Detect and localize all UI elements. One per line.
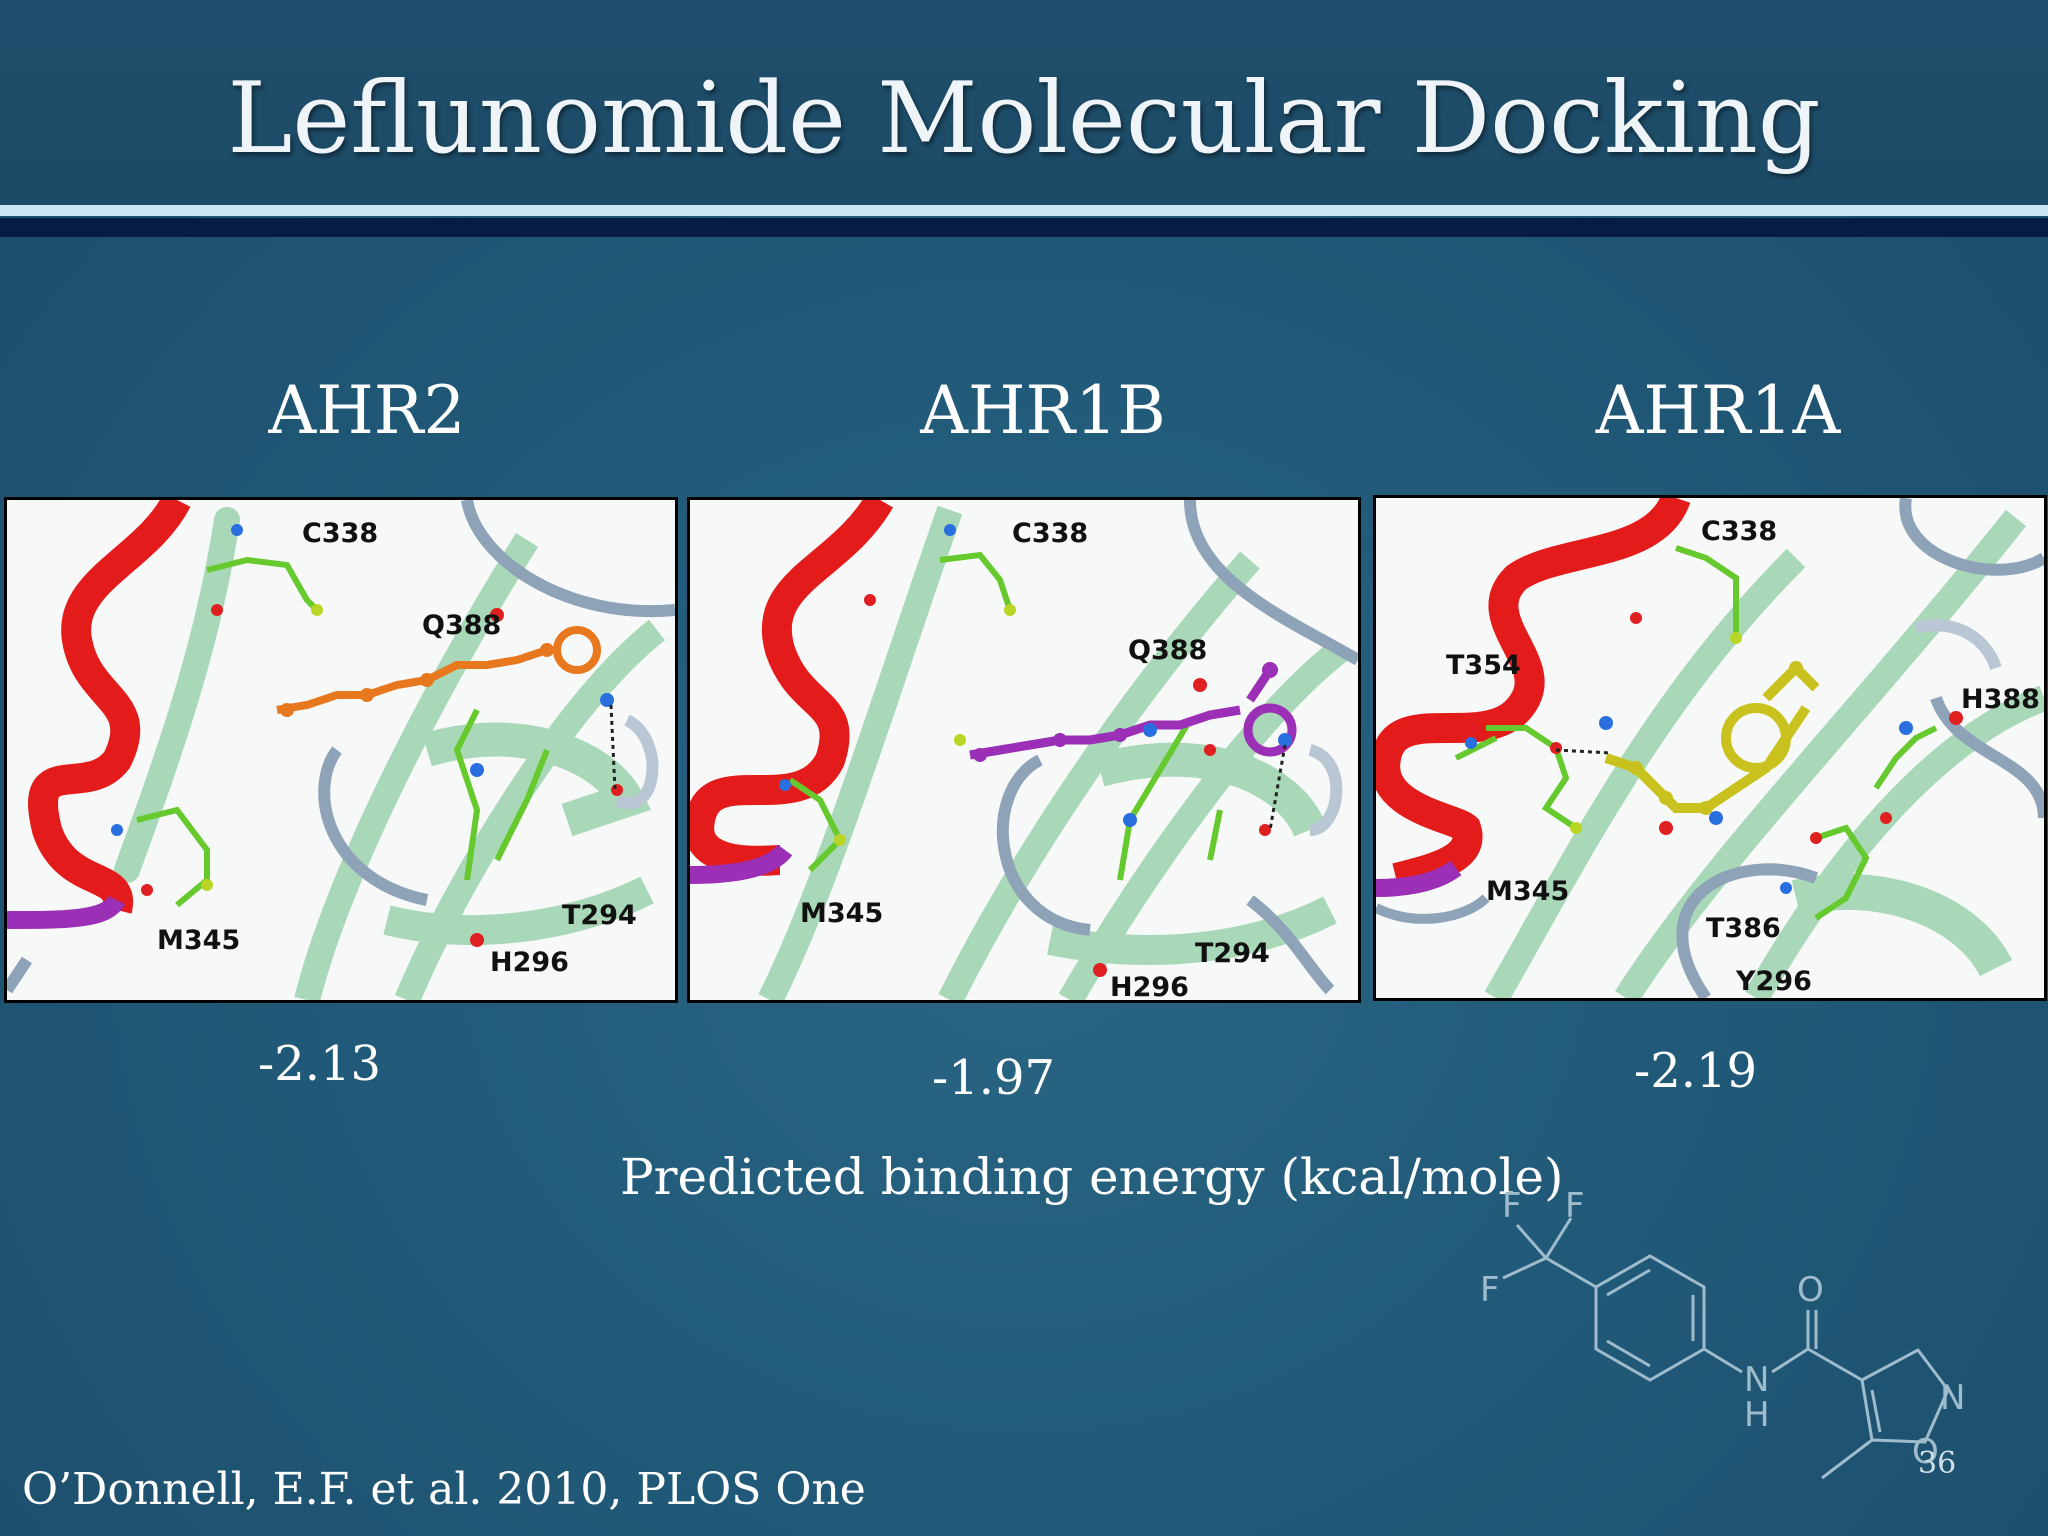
slide-title: Leflunomide Molecular Docking <box>227 62 1821 176</box>
atom-label: N <box>1940 1378 1966 1418</box>
atom-label: O <box>1912 1432 1939 1472</box>
binding-energy-ahr2: -2.13 <box>258 1036 382 1092</box>
docking-image-ahr2: C338 Q388 M345 T294 H296 <box>4 497 678 1003</box>
residue-label: H296 <box>490 947 569 978</box>
atom-label: F <box>1480 1270 1500 1310</box>
docking-render-ahr1b <box>690 500 1358 1000</box>
citation: O’Donnell, E.F. et al. 2010, PLOS One <box>22 1464 866 1515</box>
atom-label: N <box>1744 1360 1770 1400</box>
residue-label: Q388 <box>422 610 502 641</box>
residue-label: M345 <box>1486 876 1570 907</box>
residue-label: Y296 <box>1736 966 1812 997</box>
docking-render-ahr2 <box>7 500 675 1000</box>
residue-label: C338 <box>1701 516 1778 547</box>
binding-energy-ahr1a: -2.19 <box>1634 1043 1758 1099</box>
page-number: 36 <box>1918 1446 1957 1481</box>
panel-label-ahr2: AHR2 <box>268 372 466 449</box>
residue-label: H296 <box>1110 972 1189 1003</box>
atom-label: H <box>1744 1395 1770 1435</box>
residue-label: C338 <box>302 518 379 549</box>
energy-caption: Predicted binding energy (kcal/mole) <box>620 1148 1564 1206</box>
residue-label: M345 <box>157 925 241 956</box>
docking-image-ahr1a: C338 T354 H388 M345 T386 Y296 <box>1373 495 2047 1001</box>
atom-label: O <box>1797 1270 1824 1310</box>
binding-energy-ahr1b: -1.97 <box>932 1050 1056 1106</box>
residue-label: T354 <box>1446 650 1521 681</box>
residue-label: T294 <box>1195 938 1270 969</box>
atom-label: F <box>1502 1186 1522 1226</box>
title-rule-dark <box>0 218 2048 237</box>
residue-label: C338 <box>1012 518 1089 549</box>
title-band <box>0 0 2048 205</box>
title-rule-light <box>0 205 2048 216</box>
residue-label: T386 <box>1706 913 1781 944</box>
panel-label-ahr1a: AHR1A <box>1595 372 1841 449</box>
docking-image-ahr1b: C338 Q388 M345 T294 H296 <box>687 497 1361 1003</box>
panel-label-ahr1b: AHR1B <box>920 372 1166 449</box>
residue-label: T294 <box>562 900 637 931</box>
residue-label: M345 <box>800 898 884 929</box>
atom-label: F <box>1565 1186 1585 1226</box>
residue-label: Q388 <box>1128 635 1208 666</box>
residue-label: H388 <box>1961 684 2040 715</box>
docking-render-ahr1a <box>1376 498 2044 998</box>
